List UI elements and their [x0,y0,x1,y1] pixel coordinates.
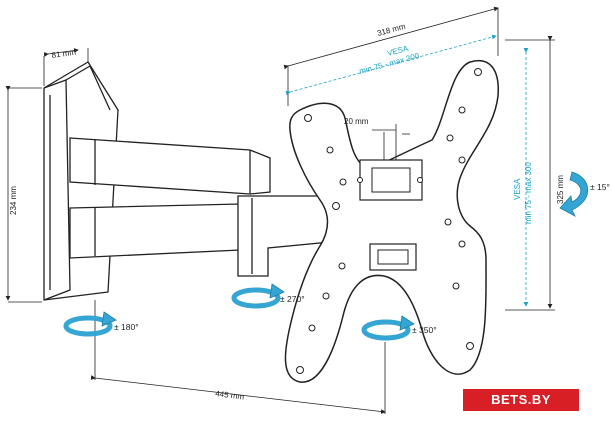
elbow-swivel-arrow-icon [231,283,285,309]
vesa-vertical-title: VESA [513,178,522,200]
label-arm-swivel: ± 180° [114,322,139,332]
arm-lower [69,203,241,259]
arm-swivel-arrow-icon [63,311,117,337]
label-extension: 445 mm [215,389,245,401]
vesa-lines [285,34,529,307]
tilt-arrow-icon [559,171,589,217]
brand-logo: BETS.BY [463,389,579,411]
label-wall-plate-height: 234 mm [9,186,18,215]
label-plate-width: 318 mm [376,22,407,38]
label-elbow-swivel: ± 270° [280,294,305,304]
arm-upper [69,137,271,195]
label-tilt: ± 15° [590,182,610,192]
label-slot-spacing: 20 mm [344,117,369,126]
vesa-vertical-range: min 75 - max 300 [524,162,533,224]
tv-plate [284,59,499,383]
label-rotation: ± 350° [412,325,437,335]
label-plate-height: 325 mm [556,175,565,204]
rotation-arrow-icon [361,315,415,341]
label-wall-plate-width: 81 mm [51,48,77,60]
